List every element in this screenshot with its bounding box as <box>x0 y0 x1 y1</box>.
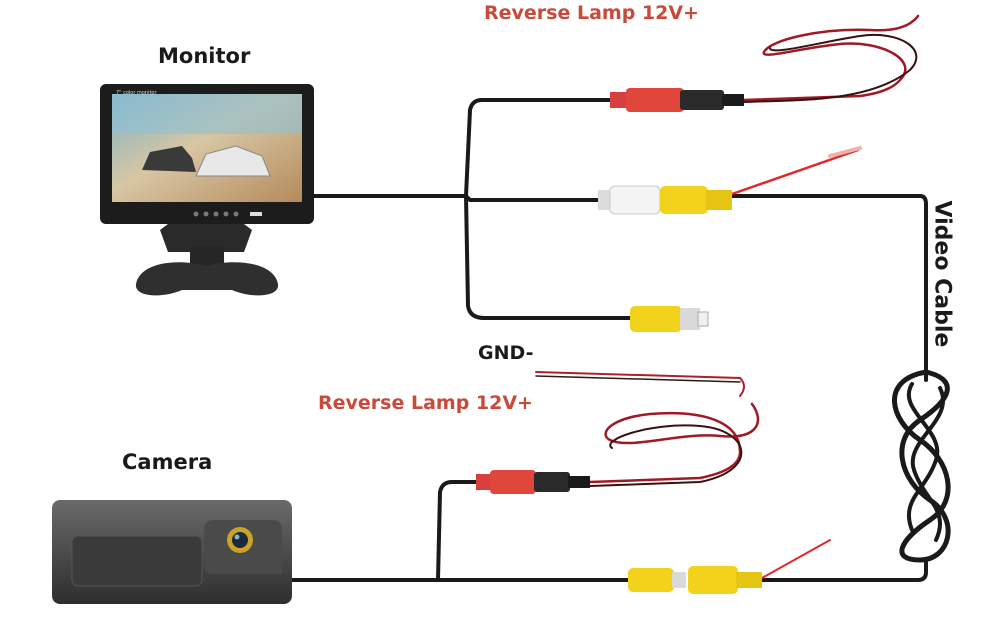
reverse-lamp-mid-label: Reverse Lamp 12V+ <box>318 392 533 414</box>
monitor-car-left <box>142 146 196 172</box>
video-rca-pair <box>598 185 732 215</box>
cables <box>288 98 951 582</box>
bottom-red-trigger <box>761 539 831 579</box>
camera-handle-recess <box>71 535 203 587</box>
mid-red-wire-coil <box>588 402 760 484</box>
power-branch-top <box>464 98 612 198</box>
monitor-stand <box>160 224 252 252</box>
video-cable-label: Video Cable <box>929 200 955 348</box>
video-cable <box>726 194 928 382</box>
power-plug-top <box>610 88 744 112</box>
mid-red-wire-left <box>535 371 745 397</box>
rca-bottom-monitor <box>630 306 709 332</box>
monitor-screen-sky <box>112 94 302 134</box>
monitor <box>100 84 314 296</box>
power-plug-camera <box>476 470 590 494</box>
gnd-label: GND- <box>478 342 534 364</box>
red-wires <box>535 14 920 579</box>
top-red-wire <box>742 14 920 102</box>
reverse-lamp-top-label: Reverse Lamp 12V+ <box>484 2 699 24</box>
rca-branch-bottom <box>464 194 634 320</box>
camera-rca-pair <box>628 566 762 594</box>
monitor-base <box>135 262 279 296</box>
video-red-trigger <box>730 148 860 196</box>
camera <box>52 500 292 604</box>
monitor-car-right <box>195 145 271 177</box>
monitor-screen-text: 7" color monitor <box>116 90 157 96</box>
video-branch <box>464 194 602 202</box>
monitor-buttons <box>193 211 199 217</box>
monitor-label: Monitor <box>158 44 251 68</box>
camera-label: Camera <box>122 450 213 474</box>
camera-power-branch <box>436 480 478 582</box>
